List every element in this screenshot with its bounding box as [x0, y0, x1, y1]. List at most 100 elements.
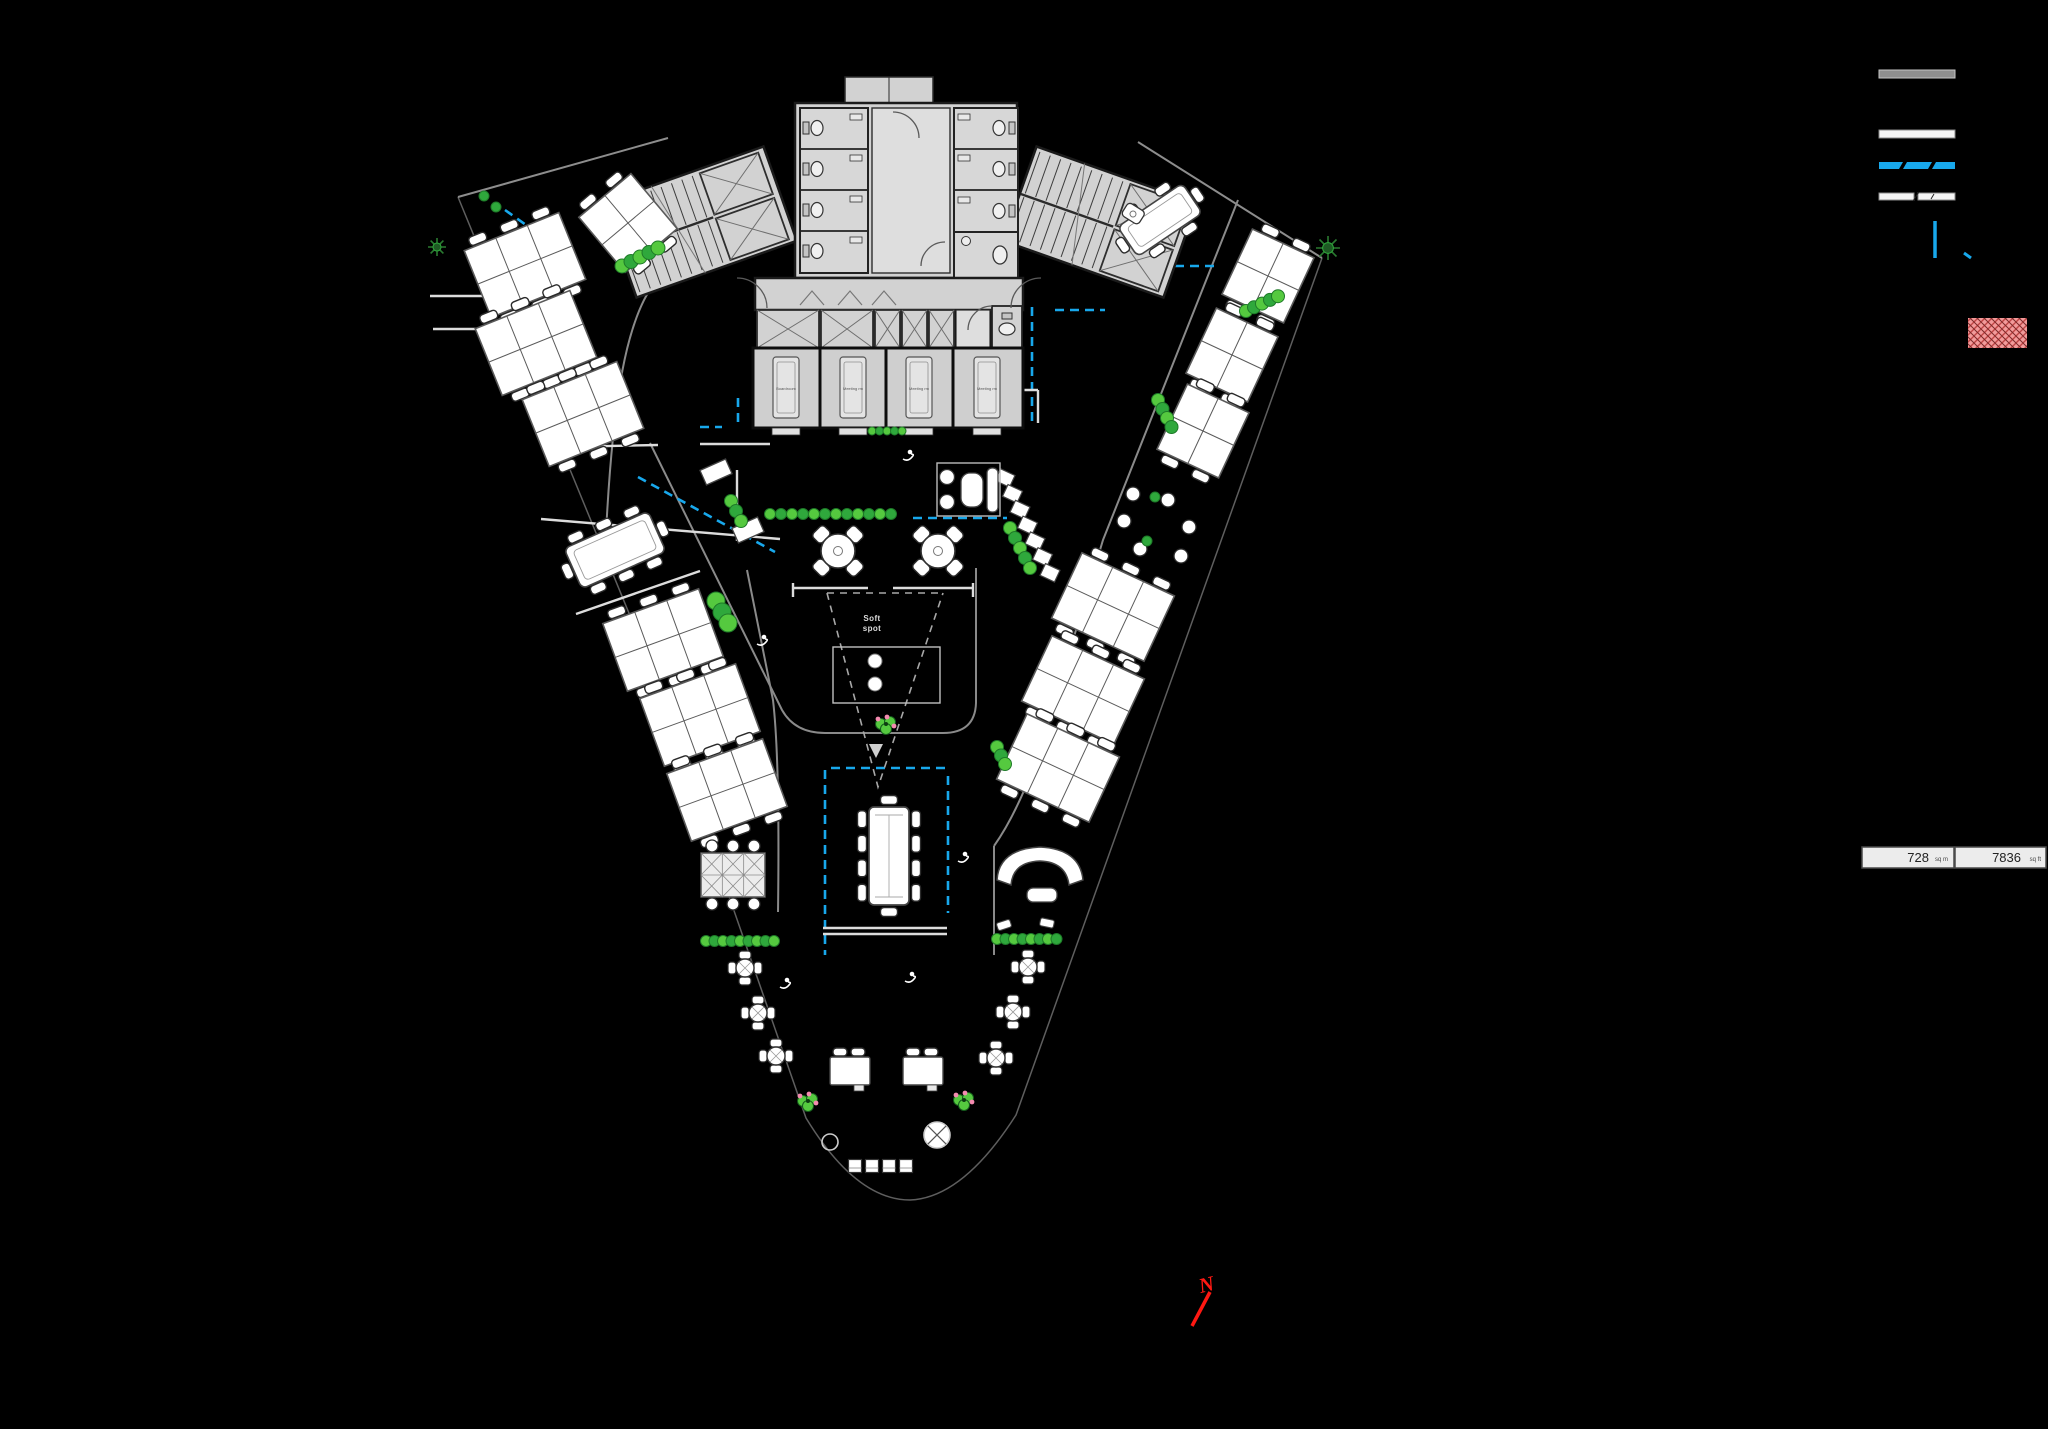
building-top-edges	[457, 137, 1323, 259]
door-swing	[892, 111, 920, 139]
stool	[1116, 513, 1132, 529]
person-icon	[779, 977, 792, 989]
lift-shafts	[756, 305, 1023, 349]
boardroom-table	[856, 794, 922, 918]
hedge	[867, 426, 907, 436]
door-swing	[1010, 277, 1042, 309]
stool	[1173, 548, 1189, 564]
soft-spot-opening	[832, 646, 941, 704]
cafe-round-table	[727, 950, 763, 986]
door-swing	[920, 241, 946, 267]
locker	[1039, 562, 1061, 583]
building-core: Boardroom Meeting rm Meeting rm Meeting rm	[601, 76, 1199, 436]
area-sqm-value: 728	[1907, 850, 1929, 865]
desk-bank	[1050, 547, 1176, 667]
flower-plant	[797, 1091, 819, 1112]
desk-bank	[474, 284, 598, 402]
door-swing	[736, 277, 768, 309]
meeting-room-label: Meeting rm	[977, 386, 998, 391]
hedge	[614, 240, 666, 274]
column-marker	[867, 653, 883, 669]
hedge	[724, 494, 748, 528]
stool-square	[847, 1158, 863, 1174]
locker	[1001, 483, 1024, 504]
soft-spot-label-line1: Soft	[863, 614, 880, 623]
meeting-room-label: Boardroom	[776, 386, 796, 391]
person-icon	[957, 851, 970, 863]
cafe-round-table	[1010, 949, 1046, 985]
legend	[1878, 69, 2027, 348]
hedge	[706, 591, 738, 633]
north-arrow-label: N	[1195, 1271, 1217, 1298]
folding-table	[700, 839, 766, 911]
building-perimeter	[457, 196, 1323, 1201]
flower-plant	[875, 714, 897, 735]
hedge	[1151, 393, 1179, 434]
person-icon	[902, 449, 915, 461]
legend-swatch-riser	[1933, 221, 1972, 260]
meeting-room-label: Meeting rm	[909, 386, 930, 391]
desk-bank	[1155, 378, 1251, 484]
round-table-large	[912, 525, 964, 577]
planting-layer	[428, 190, 1340, 1112]
area-sqm-unit: sq m	[1935, 857, 1948, 863]
cafe-table	[829, 1047, 871, 1092]
plant-pot	[1141, 535, 1153, 547]
stool	[1125, 486, 1141, 502]
plant-pot	[478, 190, 490, 202]
desk-bank	[521, 355, 645, 473]
area-sqft-unit: sq ft	[2030, 857, 2042, 863]
hedge	[990, 740, 1012, 771]
meeting-rooms: Boardroom Meeting rm Meeting rm Meeting rm	[751, 346, 1025, 436]
plant-pot	[490, 201, 502, 213]
round-table-large	[812, 525, 864, 577]
plant-pot	[1149, 491, 1161, 503]
legend-swatch-highlight-area	[1968, 318, 2027, 348]
curved-sofa	[996, 846, 1084, 931]
sofa-set	[936, 462, 1001, 517]
armchair	[1121, 202, 1145, 225]
locker	[1024, 531, 1046, 552]
hedge	[1003, 521, 1037, 575]
stool	[1160, 492, 1176, 508]
flower-plant	[953, 1090, 975, 1111]
storage-unit	[699, 458, 733, 486]
soft-spot-zone	[826, 592, 944, 790]
north-arrow: N	[1190, 1271, 1217, 1327]
meeting-table	[560, 505, 670, 595]
hedge	[991, 933, 1063, 945]
north-arrow-shaft	[1190, 1291, 1212, 1327]
person-icon	[756, 634, 769, 646]
hedge	[700, 935, 780, 947]
cafe-round-table	[978, 1040, 1014, 1076]
legend-swatch-existing-wall	[1878, 69, 1956, 79]
stool	[1181, 519, 1197, 535]
hedge	[1239, 289, 1285, 318]
desk-bank	[638, 656, 762, 774]
desk-bank	[995, 708, 1121, 828]
services-line	[637, 475, 776, 554]
lift-lobby	[753, 276, 1025, 312]
cafe-round-table	[995, 994, 1031, 1030]
person-icon	[629, 527, 642, 539]
soft-spot-label-line2: spot	[863, 624, 882, 633]
meeting-table	[1115, 181, 1205, 259]
legend-swatch-glazing	[1878, 191, 1956, 202]
corridor-line	[746, 569, 780, 913]
column-marker	[867, 676, 883, 692]
stool-square	[898, 1158, 914, 1174]
wc-core	[793, 76, 1019, 280]
meeting-room-label: Meeting rm	[843, 386, 864, 391]
tree-icon	[1316, 236, 1340, 260]
area-summary: 728 sq m 7836 sq ft	[1861, 846, 2047, 869]
down-arrow-icon	[869, 744, 883, 758]
legend-swatch-new-wall	[1878, 129, 1956, 139]
locker	[1009, 499, 1031, 520]
furniture-layer	[463, 171, 1316, 1174]
building-outline	[457, 137, 1323, 1201]
door-swing	[967, 305, 993, 331]
stool	[1132, 541, 1148, 557]
area-sqft-value: 7836	[1992, 850, 2021, 865]
cafe-round-table	[758, 1038, 794, 1074]
